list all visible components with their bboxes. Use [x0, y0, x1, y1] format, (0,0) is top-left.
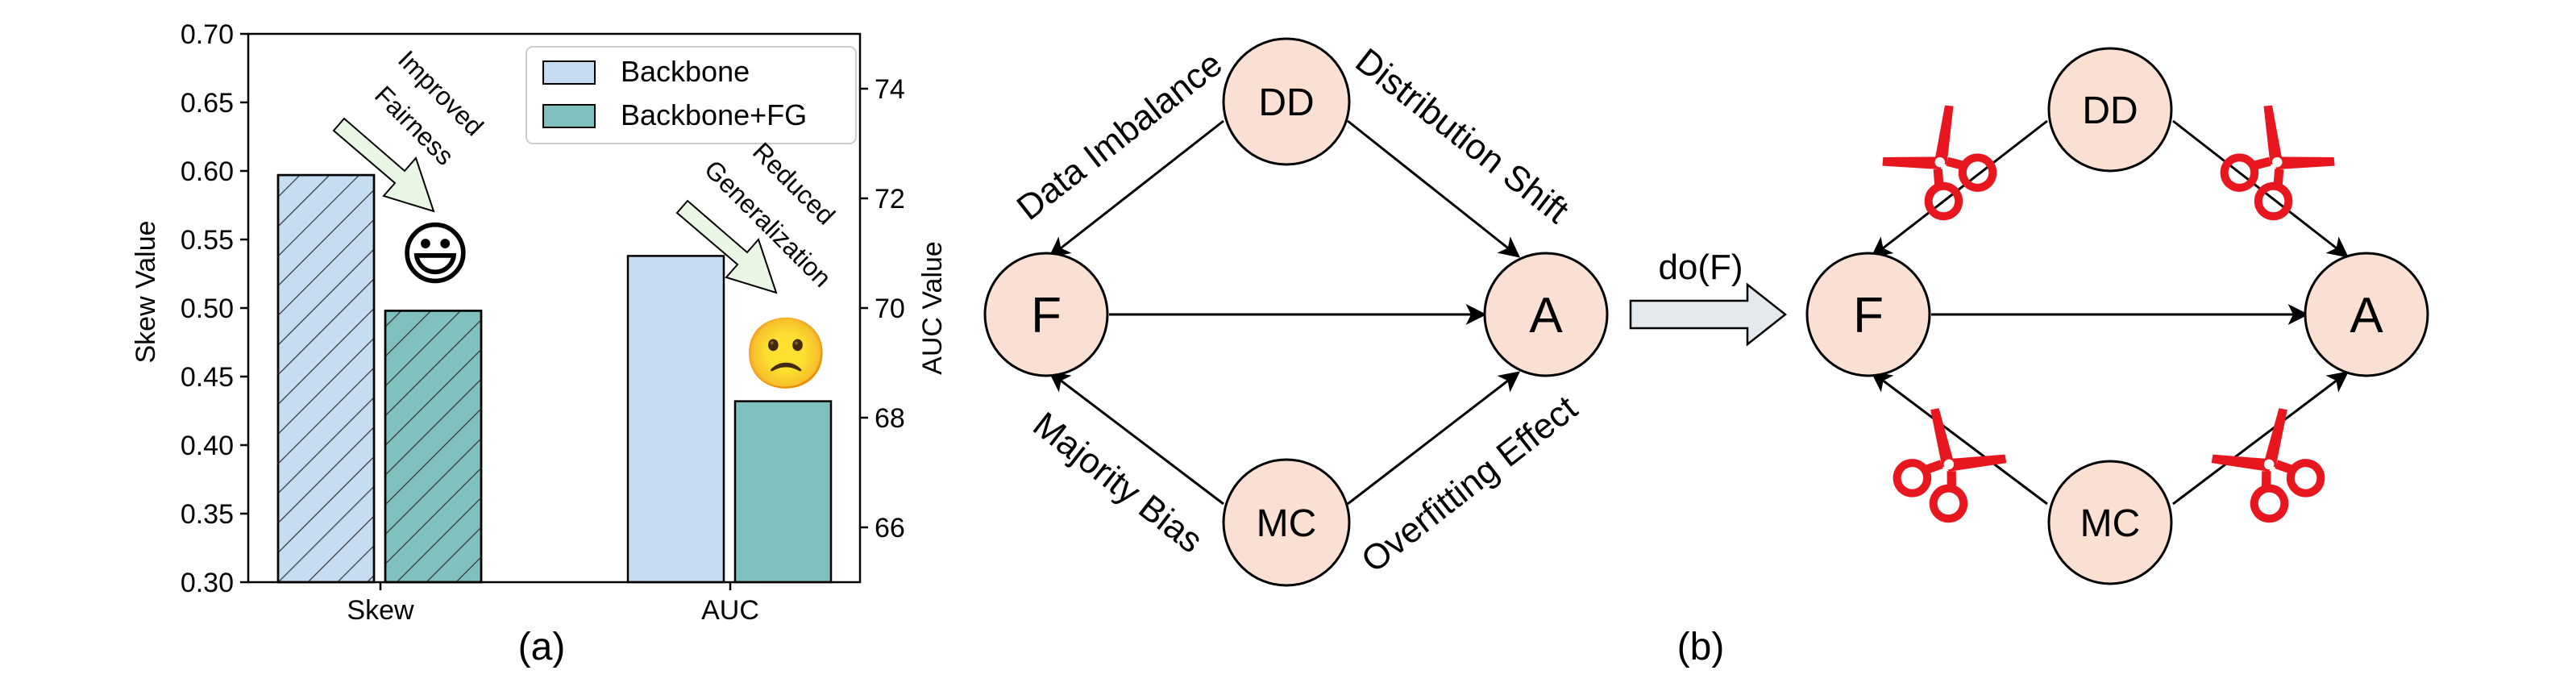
left-tick-label: 0.50: [181, 294, 234, 324]
svg-text:DD: DD: [2082, 90, 2138, 132]
edge-mc-to-f: [1048, 371, 1224, 506]
edge-label-overfitting-effect: Overfitting Effect: [1354, 388, 1585, 580]
chart-bars: [276, 173, 833, 584]
node-f: F: [983, 252, 1109, 377]
right-tick-label: 74: [875, 74, 905, 105]
left-axis-label: Skew Value: [131, 220, 161, 363]
x-tick-label: Skew: [347, 595, 414, 626]
svg-text:DD: DD: [1258, 81, 1314, 124]
left-tick-label: 0.55: [181, 225, 234, 256]
svg-text:A: A: [1529, 288, 1563, 344]
scissors-icon: [1884, 405, 2010, 530]
left-tick-label: 0.30: [181, 568, 234, 598]
node-f-intervened: F: [1805, 252, 1931, 377]
edge-dd-to-f-cut: [1870, 119, 2048, 258]
bar-hatch: [276, 173, 376, 584]
right-axis-ticks: 66 68 70 72 74: [860, 74, 905, 543]
legend-swatch-backbone: [542, 60, 596, 85]
node-dd-intervened: DD: [2047, 47, 2173, 173]
legend-label-backbone-fg: Backbone+FG: [621, 98, 807, 131]
chart-legend: Backbone Backbone+FG: [526, 46, 857, 144]
annotation-arrow-2: [675, 199, 778, 294]
svg-text:MC: MC: [1257, 502, 1317, 545]
right-tick-label: 66: [875, 513, 905, 543]
left-tick-label: 0.40: [181, 431, 234, 461]
edge-mc-to-f-cut: [1870, 371, 2048, 506]
bar-chart: 0.300.350.400.450.500.550.600.650.70 666…: [131, 19, 948, 668]
left-axis-ticks: 0.30 0.35 0.40 0.45 0.50 0.55 0.60 0.65 0.70: [181, 19, 248, 598]
svg-text:MC: MC: [2080, 502, 2141, 545]
node-dd: DD: [1222, 37, 1351, 166]
x-tick-label: AUC: [701, 595, 759, 626]
panel-label-a: (a): [518, 626, 566, 668]
right-tick-label: 68: [875, 403, 905, 434]
legend-swatch-backbone-fg: [542, 104, 596, 128]
svg-text:F: F: [1853, 288, 1884, 344]
bar-backbone-auc: [626, 255, 725, 584]
left-tick-label: 0.65: [181, 88, 234, 119]
edge-mc-to-a-cut: [2172, 371, 2350, 506]
x-axis-ticks: Skew AUC: [347, 582, 759, 626]
annotation-arrow-1: [332, 117, 435, 213]
legend-label-backbone: Backbone: [621, 55, 750, 88]
causal-diagram: DD F A MC Data Imbalance Distribution Sh…: [983, 37, 2429, 668]
frown-emoji: 🙁: [742, 315, 829, 393]
edge-label-distribution-shift: Distribution Shift: [1348, 41, 1577, 231]
scissors-icon: [2211, 102, 2338, 228]
left-tick-label: 0.35: [181, 499, 234, 530]
bar-hatch: [384, 310, 483, 584]
svg-text:A: A: [2350, 288, 2383, 344]
panel-label-b: (b): [1677, 626, 1725, 668]
svg-text:F: F: [1031, 288, 1062, 344]
left-tick-label: 0.45: [181, 362, 234, 393]
scissors-icon: [2208, 405, 2334, 530]
left-tick-label: 0.70: [181, 19, 234, 50]
node-mc-intervened: MC: [2047, 460, 2173, 585]
right-tick-label: 70: [875, 294, 905, 324]
node-a-intervened: A: [2304, 252, 2429, 377]
node-mc: MC: [1222, 458, 1351, 587]
do-intervention-arrow: [1629, 282, 1788, 347]
node-a: A: [1483, 252, 1609, 377]
edge-label-majority-bias: Majority Bias: [1026, 405, 1211, 561]
left-tick-label: 0.60: [181, 156, 234, 187]
right-axis-label: AUC Value: [917, 241, 948, 375]
bar-backbone-fg-auc: [733, 400, 833, 584]
do-intervention-label: do(F): [1658, 248, 1743, 287]
edge-mc-to-a: [1347, 371, 1521, 506]
scissors-icon: [1879, 102, 2006, 228]
edge-dd-to-f: [1048, 119, 1224, 258]
edge-dd-to-a: [1347, 119, 1521, 258]
edge-label-data-imbalance: Data Imbalance: [1010, 44, 1230, 227]
right-tick-label: 72: [875, 184, 905, 214]
smiley-emoji: 😃: [399, 216, 472, 294]
